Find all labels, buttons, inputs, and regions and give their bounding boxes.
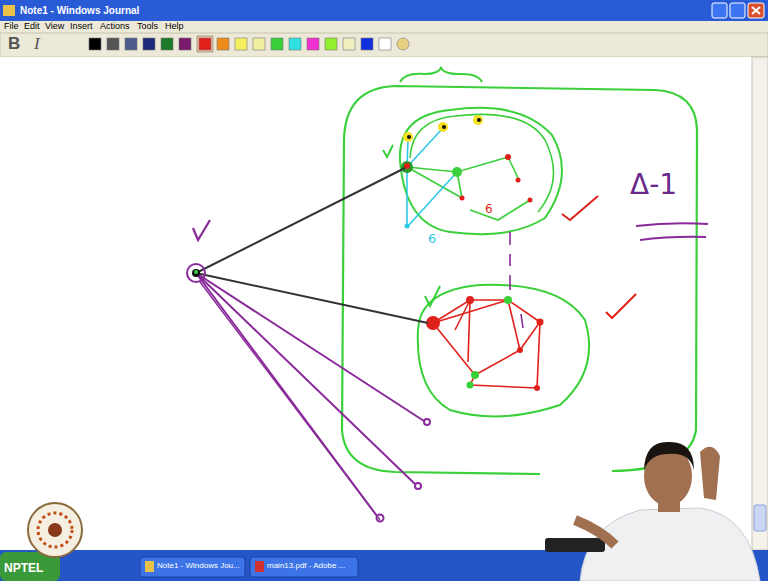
scroll-thumb bbox=[754, 505, 766, 531]
check-marks bbox=[383, 145, 636, 318]
component-outline bbox=[400, 108, 562, 234]
graph-edges bbox=[407, 157, 530, 220]
vertex bbox=[194, 270, 198, 274]
task-icon bbox=[255, 561, 264, 572]
close-cross bbox=[752, 7, 760, 14]
handwritten-number: 6 bbox=[485, 203, 493, 216]
tool-bar bbox=[0, 33, 768, 57]
task-button bbox=[140, 557, 245, 577]
title-bar bbox=[0, 0, 768, 21]
connecting-lines bbox=[196, 168, 428, 520]
presenter bbox=[545, 442, 760, 581]
brace bbox=[400, 68, 482, 82]
vertex bbox=[192, 269, 200, 277]
pen-palette bbox=[89, 36, 409, 52]
scroll-bar bbox=[752, 57, 768, 550]
maximize-button bbox=[730, 3, 745, 18]
component-outline bbox=[418, 285, 589, 417]
menu-item: Edit bbox=[24, 22, 40, 32]
bold-button: B bbox=[8, 35, 20, 54]
graph-edges bbox=[433, 300, 540, 388]
handwritten-note: Δ-1 bbox=[630, 170, 677, 201]
purple-marks bbox=[187, 220, 708, 522]
menu-item: Insert bbox=[70, 22, 93, 32]
nptel-logo bbox=[28, 503, 82, 557]
graph-vertices bbox=[426, 296, 544, 391]
window-title: Note1 - Windows Journal bbox=[20, 5, 139, 16]
menu-item: Tools bbox=[137, 22, 158, 32]
graph-vertices bbox=[401, 115, 533, 229]
region-outline bbox=[342, 86, 697, 474]
menu-item: File bbox=[4, 22, 19, 32]
italic-button: I bbox=[34, 35, 40, 54]
menu-item: Help bbox=[165, 22, 184, 32]
task-button bbox=[250, 557, 358, 577]
cyan-edges bbox=[407, 128, 457, 226]
note-canvas bbox=[0, 57, 752, 550]
menu-item: View bbox=[45, 22, 64, 32]
app-icon bbox=[3, 5, 15, 16]
component-outline bbox=[410, 114, 554, 212]
task-icon bbox=[145, 561, 154, 572]
menu-item: Actions bbox=[100, 22, 130, 32]
menu-bar bbox=[0, 21, 768, 33]
task-label: Note1 - Windows Jou... bbox=[157, 562, 240, 571]
start-label: NPTEL bbox=[4, 562, 43, 575]
close-button bbox=[748, 3, 764, 18]
minimize-button bbox=[712, 3, 727, 18]
task-label: main13.pdf - Adobe ... bbox=[267, 562, 345, 571]
handwritten-number: 6 bbox=[428, 232, 436, 246]
